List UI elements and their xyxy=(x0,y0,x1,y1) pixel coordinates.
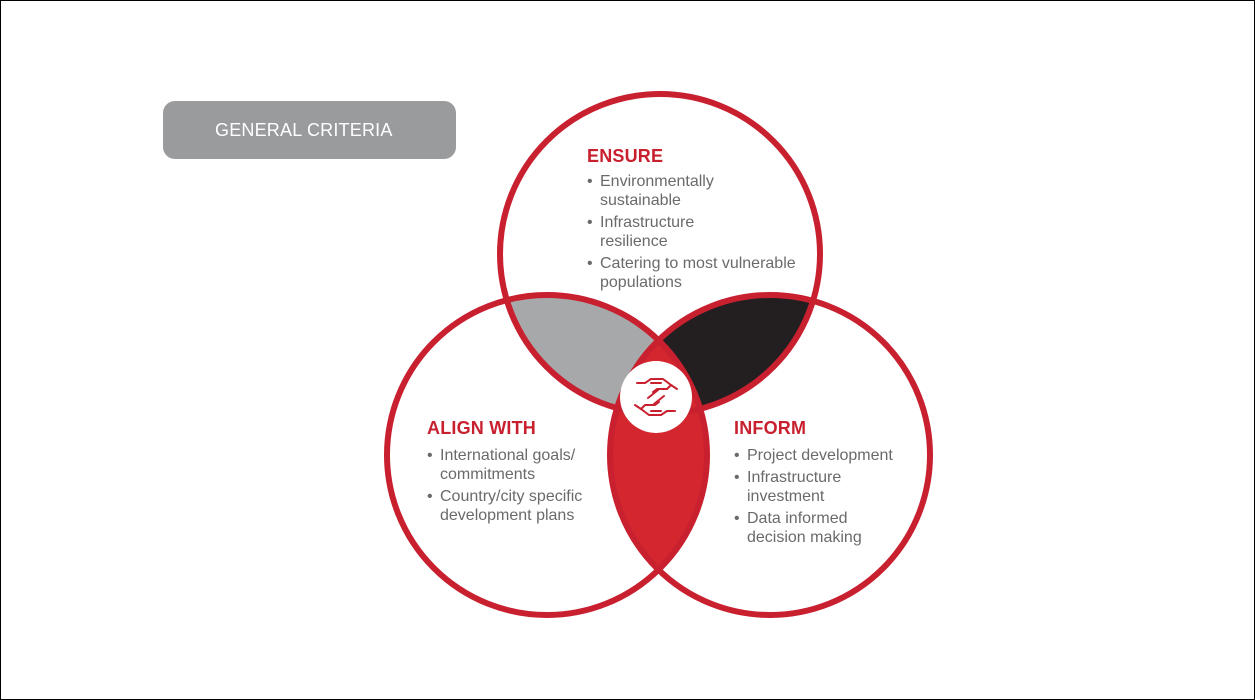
list-item: Project development xyxy=(734,446,924,465)
list-item: Data informed decision making xyxy=(734,509,887,547)
inform-list: Project development Infrastructure inves… xyxy=(734,446,924,550)
overlap-ensure-align xyxy=(500,295,707,414)
inform-circle xyxy=(607,292,933,618)
list-item: International goals/ commitments xyxy=(427,446,600,484)
handshake-icon xyxy=(620,361,692,433)
align-circle xyxy=(384,292,710,618)
general-criteria-label: GENERAL CRITERIA xyxy=(215,119,393,140)
ensure-list: Environmentally sustainable Infrastructu… xyxy=(587,172,797,295)
list-item: Infrastructure investment xyxy=(734,468,882,506)
align-with-list: International goals/ commitments Country… xyxy=(427,446,602,528)
overlap-ensure-inform xyxy=(610,295,820,414)
list-item: Infrastructure resilience xyxy=(587,213,735,251)
list-item: Country/city specific development plans xyxy=(427,487,590,525)
inform-heading: INFORM xyxy=(734,418,807,438)
general-criteria-badge: GENERAL CRITERIA xyxy=(163,101,456,159)
list-item: Environmentally sustainable xyxy=(587,172,755,210)
list-item: Catering to most vulnerable populations xyxy=(587,254,805,292)
align-with-heading: ALIGN WITH xyxy=(427,418,536,438)
ensure-heading: ENSURE xyxy=(587,146,664,166)
